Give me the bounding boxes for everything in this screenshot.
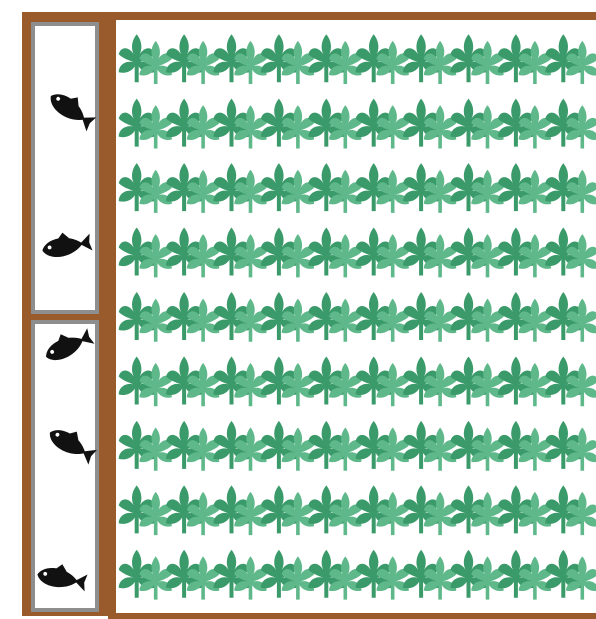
fish-tank-top-compartment [33, 24, 97, 312]
fish-tank-bottom-compartment [33, 322, 97, 610]
